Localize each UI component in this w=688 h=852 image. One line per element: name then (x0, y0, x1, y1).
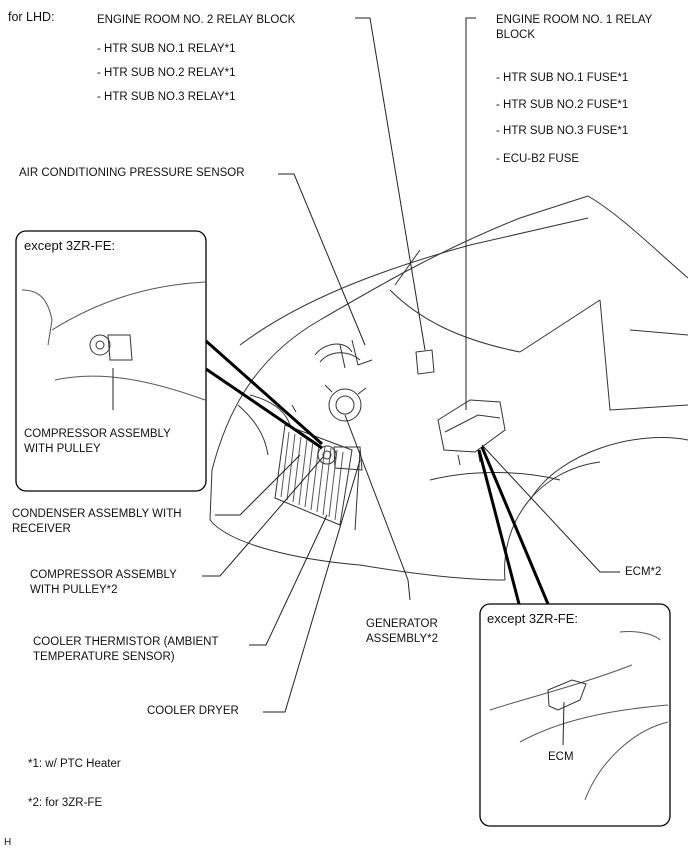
condenser-label-line1: CONDENSER ASSEMBLY WITH (12, 508, 182, 520)
generator-label: GENERATOR ASSEMBLY*2 (366, 617, 438, 647)
footnote-2: *2: for 3ZR-FE (28, 797, 103, 809)
cooler-dryer-label: COOLER DRYER (147, 705, 239, 717)
corner-code: H (4, 837, 12, 848)
compressor-label-line1: COMPRESSOR ASSEMBLY (30, 569, 177, 581)
inset-left-compressor-label: COMPRESSOR ASSEMBLY WITH PULLEY (24, 427, 171, 457)
generator-label-line1: GENERATOR (366, 618, 438, 630)
inset-right-ecm-label: ECM (548, 751, 574, 763)
inset-right-drawing (489, 631, 669, 801)
ecm-2-label: ECM*2 (625, 566, 662, 578)
relay-block-1-title-line1: ENGINE ROOM NO. 1 RELAY (496, 14, 653, 26)
compressor-label-line2: WITH PULLEY*2 (30, 584, 118, 596)
thermistor-label-line2: TEMPERATURE SENSOR) (33, 651, 175, 663)
ac-pressure-sensor-label: AIR CONDITIONING PRESSURE SENSOR (19, 167, 245, 179)
relay-block-1-part (437, 399, 506, 466)
thermistor-label-line1: COOLER THERMISTOR (AMBIENT (33, 636, 219, 648)
relay-block-2-item-3: - HTR SUB NO.3 RELAY*1 (97, 91, 236, 103)
inset-left-frame (15, 230, 207, 492)
for-lhd-label: for LHD: (8, 10, 55, 24)
condenser-label: CONDENSER ASSEMBLY WITH RECEIVER (12, 507, 182, 537)
inset-right-frame (479, 603, 671, 827)
thermistor-label: COOLER THERMISTOR (AMBIENT TEMPERATURE S… (33, 635, 219, 665)
footnote-1: *1: w/ PTC Heater (28, 758, 121, 770)
relay-block-1-item-2: - HTR SUB NO.2 FUSE*1 (496, 99, 629, 111)
relay-block-2-item-2: - HTR SUB NO.2 RELAY*1 (97, 67, 236, 79)
condenser-label-line2: RECEIVER (12, 523, 71, 535)
relay-block-1-title: ENGINE ROOM NO. 1 RELAY BLOCK (496, 13, 652, 43)
relay-block-1-item-1: - HTR SUB NO.1 FUSE*1 (496, 72, 629, 84)
generator-part (324, 384, 367, 422)
leader-lines (202, 17, 620, 713)
relay-block-2-item-1: - HTR SUB NO.1 RELAY*1 (97, 43, 236, 55)
inset-left-label-line1: COMPRESSOR ASSEMBLY (24, 428, 171, 440)
relay-block-2-part (415, 349, 435, 375)
inset-left-label-line2: WITH PULLEY (24, 443, 101, 455)
inset-left-drawing (21, 281, 206, 410)
compressor-part (317, 445, 363, 471)
compressor-label: COMPRESSOR ASSEMBLY WITH PULLEY*2 (30, 568, 177, 598)
generator-label-line2: ASSEMBLY*2 (366, 633, 439, 645)
vehicle-outline (209, 195, 688, 581)
relay-block-1-item-4: - ECU-B2 FUSE (496, 153, 580, 165)
relay-block-1-title-line2: BLOCK (496, 29, 535, 41)
relay-block-2-title: ENGINE ROOM NO. 2 RELAY BLOCK (97, 14, 296, 26)
inset-left-title: except 3ZR-FE: (24, 238, 116, 253)
inset-right-title: except 3ZR-FE: (487, 611, 579, 626)
relay-block-1-item-3: - HTR SUB NO.3 FUSE*1 (496, 125, 629, 137)
inset-connectors (205, 339, 550, 605)
pressure-sensor-piping (314, 339, 373, 369)
